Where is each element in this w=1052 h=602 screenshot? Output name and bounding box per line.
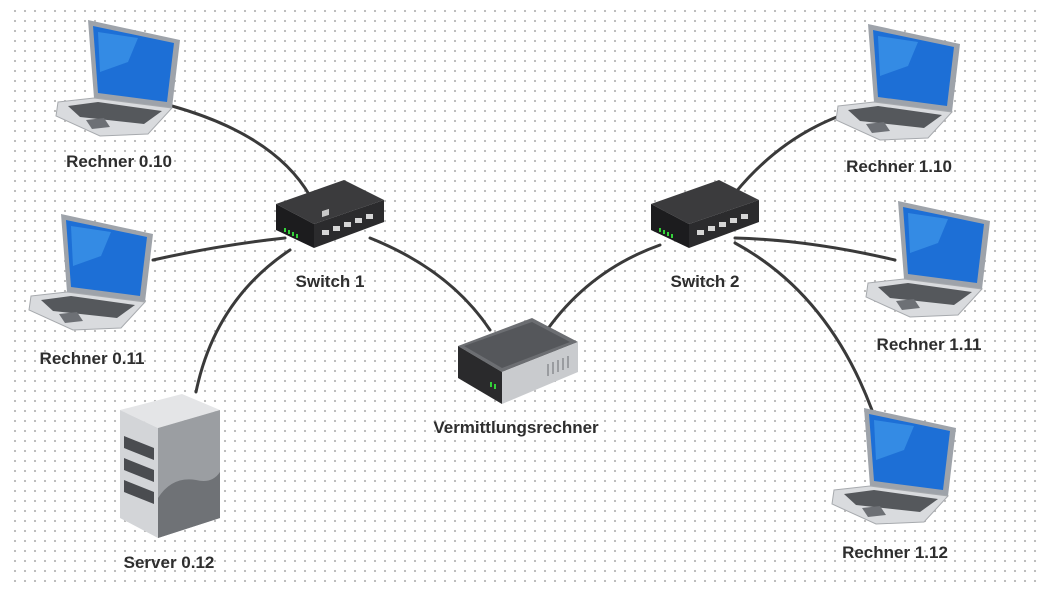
label-server-0-12: Server 0.12 (123, 553, 215, 572)
laptop-icon[interactable] (52, 12, 192, 142)
label-rechner-0-10: Rechner 0.10 (66, 152, 172, 171)
label-switch-2: Switch 2 (670, 272, 740, 291)
cable-r011-sw1 (151, 236, 287, 262)
label-switch-1: Switch 1 (295, 272, 365, 291)
laptop-icon[interactable] (862, 193, 1002, 323)
network-switch-icon[interactable] (270, 176, 390, 256)
label-vermittlungsrechner: Vermittlungsrechner (433, 418, 599, 437)
label-rechner-1-10: Rechner 1.10 (846, 157, 952, 176)
cable-sw1-router (368, 236, 492, 332)
network-switch-icon[interactable] (645, 176, 765, 256)
cable-router-sw2 (545, 243, 662, 332)
router-icon[interactable] (452, 312, 584, 412)
cable-sw2-r112 (733, 241, 884, 442)
laptop-icon[interactable] (828, 400, 968, 530)
server-icon[interactable] (112, 388, 228, 548)
cable-sw2-r111 (733, 236, 897, 262)
label-rechner-0-11: Rechner 0.11 (39, 349, 145, 368)
cable-server-sw1 (194, 248, 292, 394)
laptop-icon[interactable] (25, 206, 165, 336)
cable-r010-sw1 (170, 104, 312, 198)
laptop-icon[interactable] (832, 16, 972, 146)
cable-sw2-r110 (733, 113, 844, 195)
label-rechner-1-11: Rechner 1.11 (876, 335, 982, 354)
label-rechner-1-12: Rechner 1.12 (842, 543, 948, 562)
